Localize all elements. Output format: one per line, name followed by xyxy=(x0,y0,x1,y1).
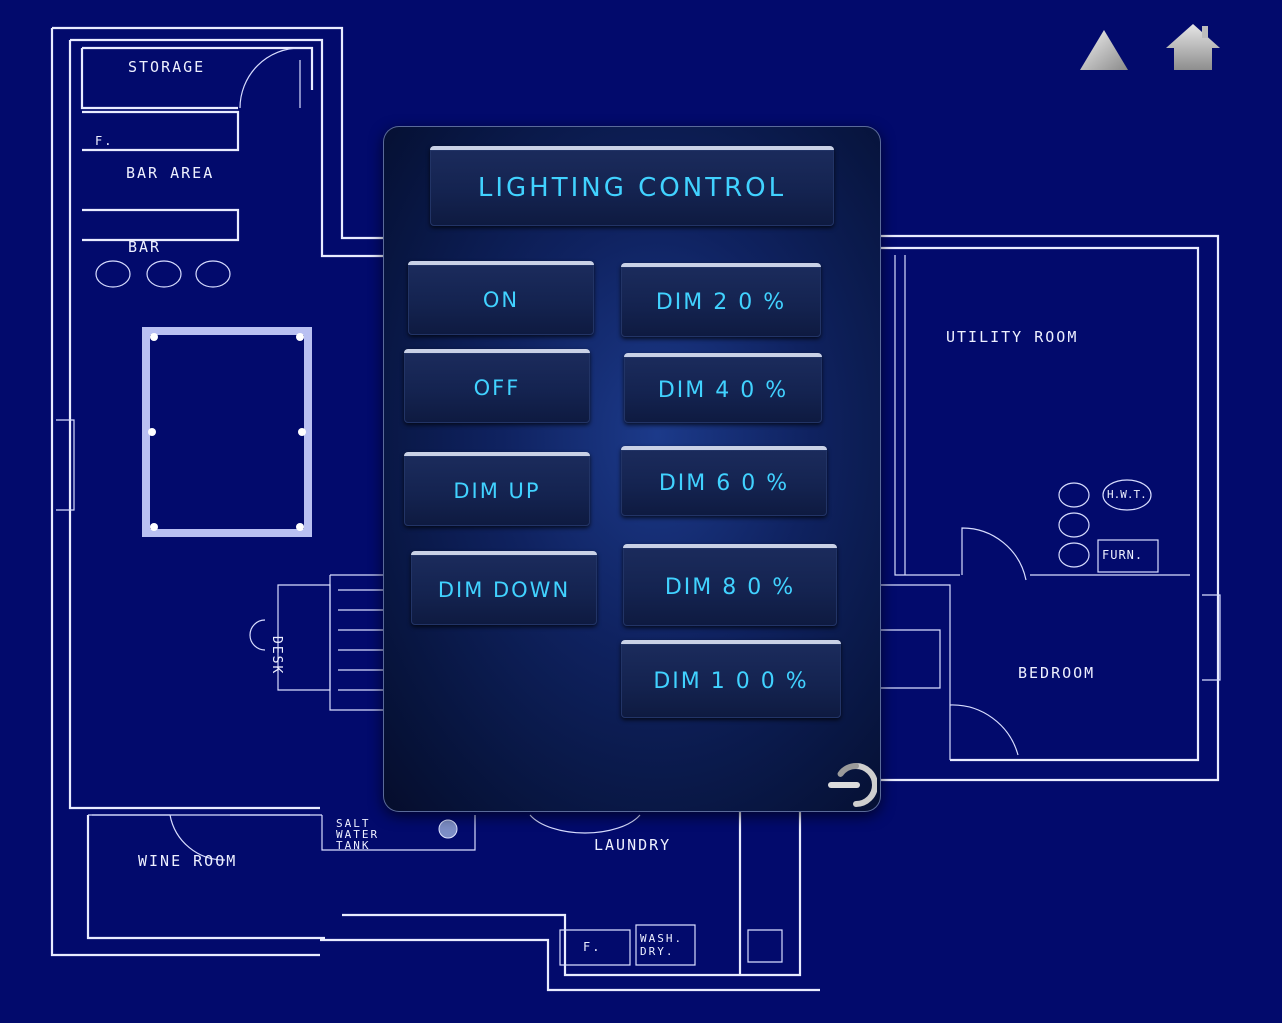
walls-right-wing xyxy=(438,234,1221,839)
room-label-wine-room: WINE ROOM xyxy=(138,852,238,870)
home-button[interactable] xyxy=(1164,22,1222,72)
dim-60-button[interactable]: DIM 6 0 % xyxy=(621,446,827,516)
pool-table xyxy=(142,327,312,537)
bar-stools xyxy=(95,260,231,288)
room-label-utility-room: UTILITY ROOM xyxy=(946,328,1079,346)
room-label-hwt: H.W.T. xyxy=(1107,488,1147,501)
room-label-bar: BAR xyxy=(128,238,162,256)
dim-100-button[interactable]: DIM 1 0 0 % xyxy=(621,640,841,718)
lighting-control-panel: LIGHTING CONTROL ON OFF DIM UP DIM DOWN … xyxy=(383,126,881,812)
room-label-storage: STORAGE xyxy=(128,58,206,76)
exit-button[interactable] xyxy=(827,760,878,810)
room-label-desk: DESK xyxy=(269,636,284,676)
room-label-bedroom: BEDROOM xyxy=(1018,664,1096,682)
room-label-fridge: F. xyxy=(95,134,114,148)
room-label-bar-area: BAR AREA xyxy=(126,164,215,182)
dim-80-button[interactable]: DIM 8 0 % xyxy=(623,544,837,626)
up-button[interactable] xyxy=(1078,28,1130,72)
panel-title: LIGHTING CONTROL xyxy=(430,146,834,226)
dim-down-button[interactable]: DIM DOWN xyxy=(411,551,597,625)
on-button[interactable]: ON xyxy=(408,261,594,335)
room-label-furn: FURN. xyxy=(1102,548,1144,562)
dim-up-button[interactable]: DIM UP xyxy=(404,452,590,526)
room-label-laundry: LAUNDRY xyxy=(594,836,672,854)
dim-20-button[interactable]: DIM 2 0 % xyxy=(621,263,821,337)
room-label-fridge-laundry: F. xyxy=(583,940,602,954)
home-icon xyxy=(1166,24,1220,70)
power-exit-icon xyxy=(828,763,878,807)
dim-40-button[interactable]: DIM 4 0 % xyxy=(624,353,822,423)
off-button[interactable]: OFF xyxy=(404,349,590,423)
triangle-up-icon xyxy=(1080,30,1128,70)
room-label-salt-water-tank: SALT WATER TANK xyxy=(336,817,380,852)
room-label-wash-dry: WASH. DRY. xyxy=(640,932,684,958)
